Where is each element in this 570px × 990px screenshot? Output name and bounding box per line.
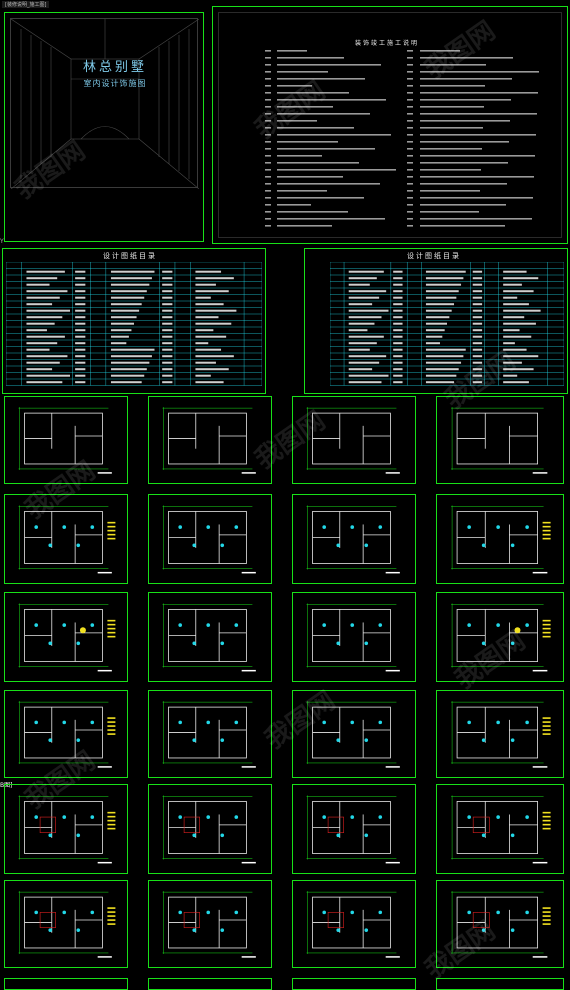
floor-plan-drawing xyxy=(18,701,116,768)
index-title-right: 设计图纸目录 xyxy=(407,252,461,260)
notes-title: 装饰竣工施工说明 xyxy=(354,40,419,47)
drawing-sheet[interactable] xyxy=(4,880,128,968)
cover-frame xyxy=(4,12,204,242)
floor-plan-drawing xyxy=(306,603,400,672)
drawing-sheet[interactable] xyxy=(4,784,128,874)
cover-sheet: [装修说明_施工图] 林总别墅 室内设计饰施图 xyxy=(0,0,208,245)
floor-plan-drawing xyxy=(306,701,400,768)
index-table-right xyxy=(330,262,564,386)
floor-plan-drawing xyxy=(162,891,256,958)
floor-plan-drawing xyxy=(18,505,116,574)
drawing-sheet[interactable] xyxy=(148,978,272,990)
floor-plan-drawing xyxy=(162,701,256,768)
drawing-sheet[interactable] xyxy=(436,784,564,874)
drawing-sheet[interactable] xyxy=(436,690,564,778)
floor-plan-drawing xyxy=(451,701,551,768)
floor-plan-drawing xyxy=(306,505,400,574)
floor-plan-drawing xyxy=(451,891,551,958)
drawing-sheet[interactable] xyxy=(4,978,128,990)
drawing-sheet[interactable] xyxy=(4,592,128,682)
notes-sheet[interactable] xyxy=(212,6,568,244)
drawing-sheet[interactable] xyxy=(148,494,272,584)
drawing-sheet[interactable] xyxy=(148,690,272,778)
drawing-sheet[interactable] xyxy=(148,784,272,874)
notes-text-lines xyxy=(265,50,539,227)
file-tab[interactable]: [装修说明_施工图] xyxy=(2,1,50,8)
drawing-sheet[interactable] xyxy=(4,396,128,484)
floor-plan-drawing xyxy=(451,505,551,574)
drawing-sheet[interactable] xyxy=(436,880,564,968)
drawing-sheet[interactable] xyxy=(436,494,564,584)
drawing-sheet[interactable] xyxy=(436,396,564,484)
drawing-sheet[interactable] xyxy=(4,494,128,584)
floor-plan-drawing xyxy=(306,795,400,864)
floor-plan-drawing xyxy=(18,891,116,958)
drawing-sheet[interactable] xyxy=(292,690,416,778)
drawing-sheet[interactable] xyxy=(292,978,416,990)
index-sheet-right[interactable] xyxy=(304,248,568,394)
drawing-sheet[interactable] xyxy=(292,880,416,968)
cover-perspective-drawing xyxy=(10,18,200,190)
floor-plan-drawing xyxy=(18,407,112,474)
floor-plan-drawing xyxy=(162,603,256,672)
cover-title: 林总别墅 xyxy=(82,60,147,75)
floor-plan-drawing xyxy=(451,407,548,474)
notes-inner-frame xyxy=(218,12,562,238)
side-label: B图] xyxy=(0,782,13,789)
floor-plan-drawing xyxy=(162,505,256,574)
drawing-sheet[interactable] xyxy=(292,494,416,584)
axis-label: Y xyxy=(0,238,4,245)
drawing-sheet[interactable] xyxy=(436,978,564,990)
index-table-left xyxy=(6,262,262,386)
perspective-lines xyxy=(10,18,200,190)
drawing-sheet[interactable] xyxy=(148,396,272,484)
drawing-sheet[interactable] xyxy=(292,396,416,484)
drawing-sheet[interactable] xyxy=(148,592,272,682)
drawing-sheet[interactable] xyxy=(292,784,416,874)
drawing-sheet[interactable] xyxy=(148,880,272,968)
floor-plan-drawing xyxy=(18,795,116,864)
floor-plan-drawing xyxy=(162,795,256,864)
drawing-sheet[interactable] xyxy=(4,690,128,778)
floor-plan-drawing xyxy=(306,891,400,958)
index-sheet-left[interactable] xyxy=(2,248,266,394)
index-title-left: 设计图纸目录 xyxy=(103,252,157,260)
floor-plan-drawing xyxy=(451,795,551,864)
cover-subtitle: 室内设计饰施图 xyxy=(83,79,147,88)
floor-plan-drawing xyxy=(306,407,400,474)
floor-plan-drawing xyxy=(451,603,551,672)
floor-plan-drawing xyxy=(162,407,256,474)
floor-plan-drawing xyxy=(18,603,116,672)
drawing-sheet[interactable] xyxy=(436,592,564,682)
drawing-sheet[interactable] xyxy=(292,592,416,682)
